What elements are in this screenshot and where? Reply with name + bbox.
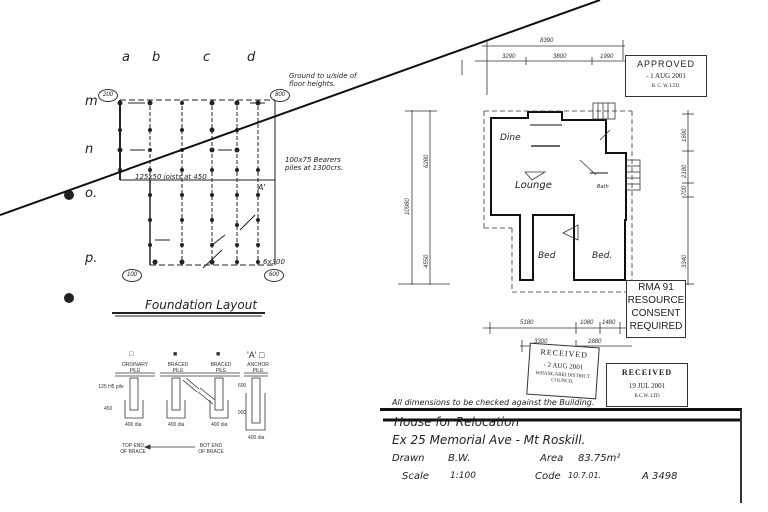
height-marker-top-left: 200: [98, 89, 118, 102]
room-label-bed1: Bed: [538, 251, 556, 261]
approved-stamp-date: - 1 AUG 2001: [646, 72, 686, 80]
dim-top-seg1: 3290: [502, 54, 516, 60]
received-bcw-org: B.C.W. LTD: [634, 394, 660, 399]
pile-type-braced-symbol: ■: [173, 351, 178, 358]
pile-height-anchor: 600: [238, 383, 247, 389]
approved-stamp-org: B. C. W. LTD.: [651, 84, 681, 89]
dim-right-seg4: 3340: [682, 254, 688, 268]
dim-top-seg2: 3800: [553, 54, 567, 60]
dim-bottom-seg3: 1480: [602, 320, 616, 326]
drawn-value: B.W.: [448, 453, 471, 464]
column-label-a: a: [122, 50, 130, 65]
approved-stamp: APPROVED - 1 AUG 2001 B. C. W. LTD.: [625, 55, 707, 97]
punch-hole: [64, 190, 74, 200]
dim-right-seg1: 1690: [682, 128, 688, 142]
column-label-d: d: [247, 50, 256, 65]
rma-line3: CONSENT: [631, 308, 681, 319]
drawing-number: A 3498: [642, 471, 678, 482]
dimensions-note: All dimensions to be checked against the…: [392, 398, 595, 407]
code-label: Code: [535, 471, 561, 482]
size-note: 6x300: [263, 258, 285, 266]
rma-line2: RESOURCE: [627, 295, 685, 306]
pile-dia-braced: 400 dia: [168, 422, 185, 428]
dim-bottom-seg1: 5180: [520, 320, 534, 326]
pile-type-braced2-label: BRACED PILE: [210, 362, 232, 374]
joists-note: 125x50 joists at 450: [135, 173, 207, 181]
pile-type-ordinary-symbol: □: [129, 351, 134, 358]
rma-line1: RMA 91: [638, 282, 674, 293]
row-label-n: n: [85, 142, 94, 157]
ground-note: Ground to u/side of floor heights.: [289, 72, 357, 88]
section-marker: A': [258, 183, 266, 192]
approved-stamp-title: APPROVED: [636, 59, 695, 69]
room-label-dine: Dine: [500, 133, 521, 143]
pile-dia-ordinary: 400 dia: [125, 422, 142, 428]
rma-stamp: RMA 91 RESOURCE CONSENT REQUIRED: [626, 280, 686, 338]
dim-bottom2-seg2: 2880: [588, 339, 602, 345]
column-label-c: c: [203, 50, 211, 65]
height-marker-top-right: 800: [270, 89, 290, 102]
received-bcw-title: RECEIVED: [621, 368, 673, 377]
drawn-label: Drawn: [392, 453, 425, 464]
received-council-title: RECEIVED: [540, 347, 589, 360]
received-bcw-date: 19 JUL 2001: [628, 382, 666, 390]
scale-value: 1:100: [450, 471, 476, 481]
area-value: 83.75m²: [578, 453, 621, 464]
punch-hole: [64, 293, 74, 303]
pile-type-ordinary-label: ORDINARY PILE: [121, 362, 149, 374]
pile-type-braced-label: BRACED PILE: [167, 362, 189, 374]
brace-top-label: TOP END OF BRACE: [120, 443, 146, 455]
dim-overall-height: 10980: [405, 198, 411, 215]
pile-dia-anchor: 400 dia: [248, 435, 265, 441]
bearers-note: 100x75 Bearers piles at 1300crs.: [285, 156, 344, 172]
room-label-lounge: Lounge: [515, 180, 552, 191]
pile-type-anchor-symbol: 'A' □: [247, 350, 265, 360]
row-label-o: o.: [85, 186, 98, 201]
height-marker-bottom-left: 100: [122, 269, 142, 282]
code-value: 10.7.01.: [568, 471, 602, 480]
title-line2: Ex 25 Memorial Ave - Mt Roskill.: [392, 433, 586, 447]
received-stamp-council: RECEIVED - 2 AUG 2001 WHANGAREI DISTRICT…: [526, 342, 600, 400]
pile-size-note: 125 H5 pile: [98, 384, 124, 390]
dim-bottom-seg2: 1080: [580, 320, 594, 326]
title-line1: House for Relocation: [394, 415, 520, 429]
pile-dia-braced2: 400 dia: [211, 422, 228, 428]
pile-type-anchor-label: ANCHOR PILE: [247, 362, 269, 374]
area-label: Area: [540, 453, 564, 464]
dim-top-seg3: 1990: [600, 54, 614, 60]
brace-bottom-label: BOT END OF BRACE: [198, 443, 224, 455]
dim-right-seg2: 2180: [682, 164, 688, 178]
height-marker-bottom-right: 600: [264, 269, 284, 282]
received-stamp-bcw: RECEIVED 19 JUL 2001 B.C.W. LTD: [606, 363, 688, 407]
row-label-p: p.: [85, 251, 98, 266]
received-council-org: WHANGAREI DISTRICT COUNCIL: [535, 371, 591, 385]
foundation-title: Foundation Layout: [145, 298, 258, 312]
dim-bottom2-seg1: 3300: [534, 339, 548, 345]
dim-left-seg1: 6280: [424, 154, 430, 168]
row-label-m: m: [85, 94, 98, 109]
pile-depth-ordinary: 450: [104, 406, 113, 412]
rma-line4: REQUIRED: [629, 321, 683, 332]
column-label-b: b: [152, 50, 161, 65]
title-block: House for Relocation Ex 25 Memorial Ave …: [380, 408, 742, 503]
room-label-bed2: Bed.: [592, 251, 613, 261]
scale-label: Scale: [402, 471, 429, 482]
dim-overall-width: 8390: [540, 38, 554, 44]
pile-type-braced2-symbol: ■: [216, 351, 221, 358]
pile-depth-anchor: 900: [238, 410, 247, 416]
room-label-bath: Bath: [597, 184, 609, 190]
dim-right-seg3: 700: [682, 185, 688, 196]
dim-left-seg2: 4550: [424, 254, 430, 268]
